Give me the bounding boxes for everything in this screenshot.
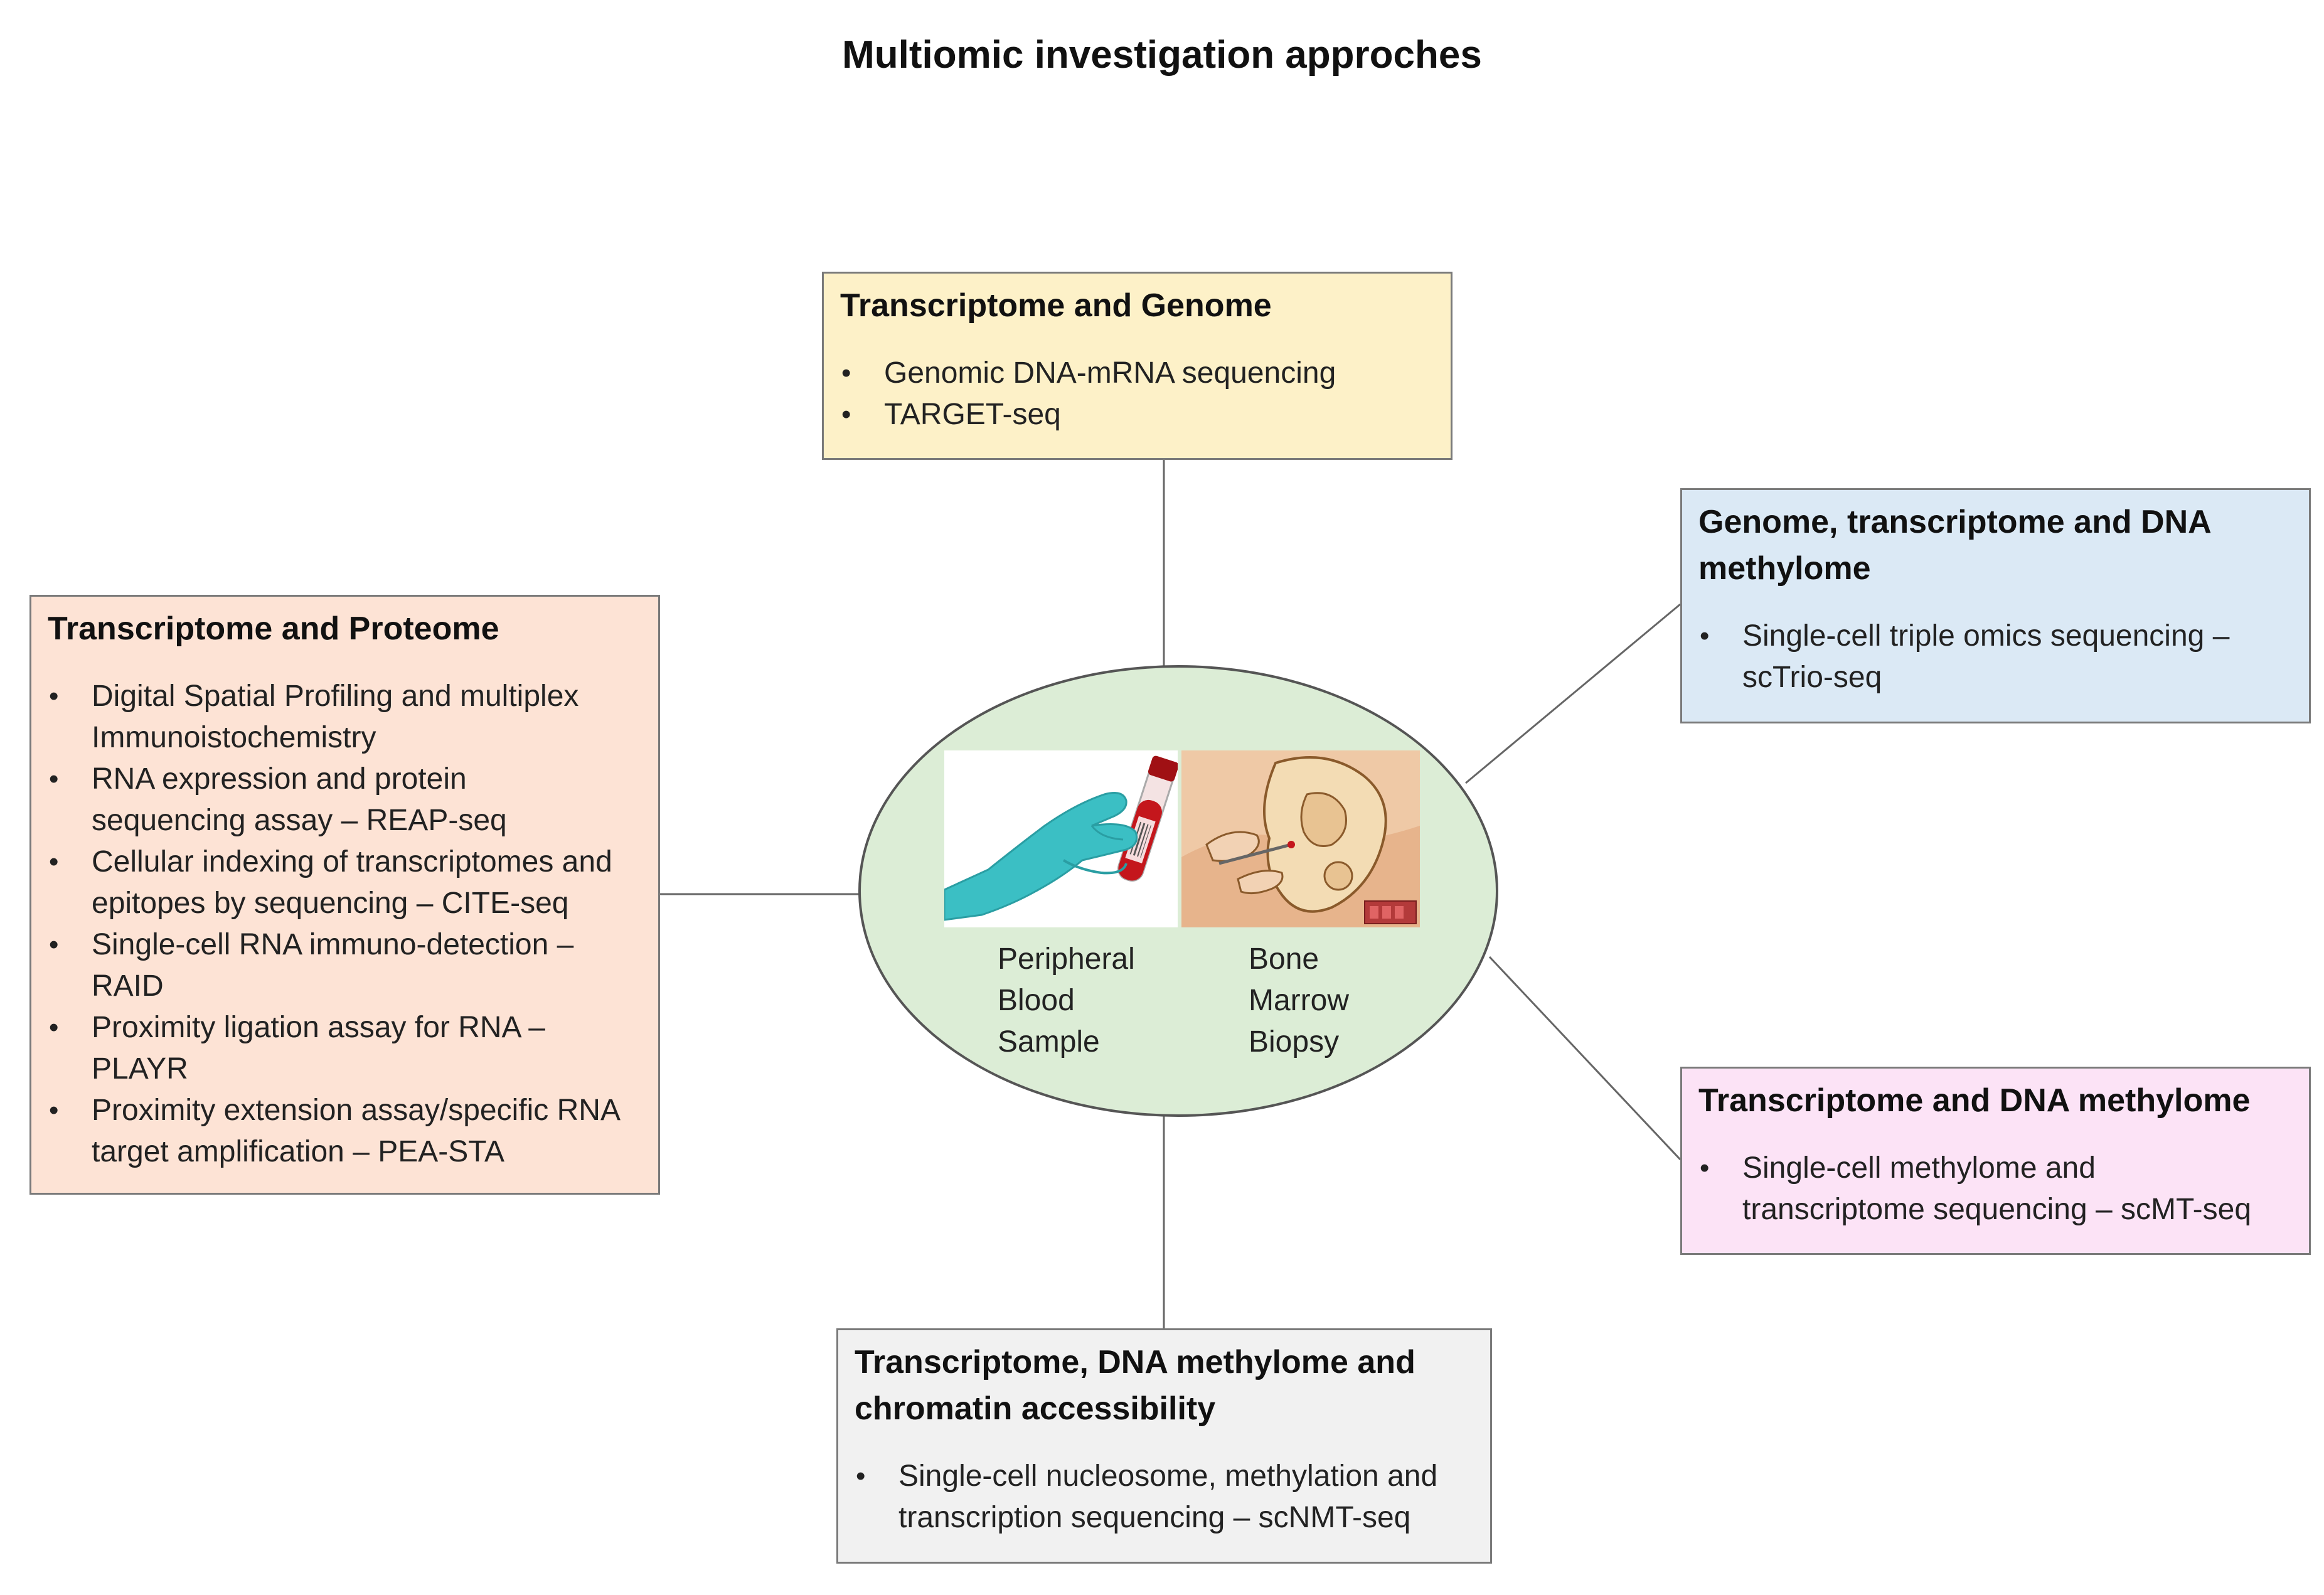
list-item: Cellular indexing of transcriptomes ande… [48,841,642,924]
method-list: Single-cell nucleosome, methylation andt… [855,1456,1474,1539]
box-transcriptome-proteome: Transcriptome and Proteome Digital Spati… [29,595,660,1195]
caption-peripheral-blood-sample: Peripheral Blood Sample [998,942,1135,1059]
method-list: Digital Spatial Profiling and multiplexI… [48,676,642,1173]
blood-tube-in-gloved-hand-icon [944,750,1178,927]
connector-lower-right [1488,956,1682,1161]
method-list: Genomic DNA-mRNA sequencing TARGET-seq [840,353,1434,435]
list-item: Single-cell triple omics sequencing –scT… [1698,616,2293,698]
list-item: Single-cell nucleosome, methylation andt… [855,1456,1474,1539]
box-transcriptome-methylome: Transcriptome and DNA methylome Single-c… [1680,1067,2311,1255]
bone-marrow-biopsy-illustration-icon [1181,750,1420,927]
list-item: Digital Spatial Profiling and multiplexI… [48,676,642,759]
list-item: Proximity extension assay/specific RNAta… [48,1090,642,1173]
list-item: Proximity ligation assay for RNA –PLAYR [48,1007,642,1090]
list-item: Genomic DNA-mRNA sequencing [840,353,1434,394]
box-transcriptome-genome: Transcriptome and Genome Genomic DNA-mRN… [822,272,1452,460]
box-title: Transcriptome and DNA methylome [1698,1082,2251,1119]
method-list: Single-cell triple omics sequencing –scT… [1698,616,2293,698]
diagram-title: Multiomic investigation approches [842,33,1482,77]
list-item: Single-cell RNA immuno-detection –RAID [48,924,642,1007]
connector-upper-right [1465,603,1681,784]
box-title: Transcriptome and Genome [840,287,1272,324]
box-title: Transcriptome and Proteome [48,611,499,647]
caption-bone-marrow-biopsy: Bone Marrow Biopsy [1249,942,1350,1059]
list-item: TARGET-seq [840,394,1434,435]
